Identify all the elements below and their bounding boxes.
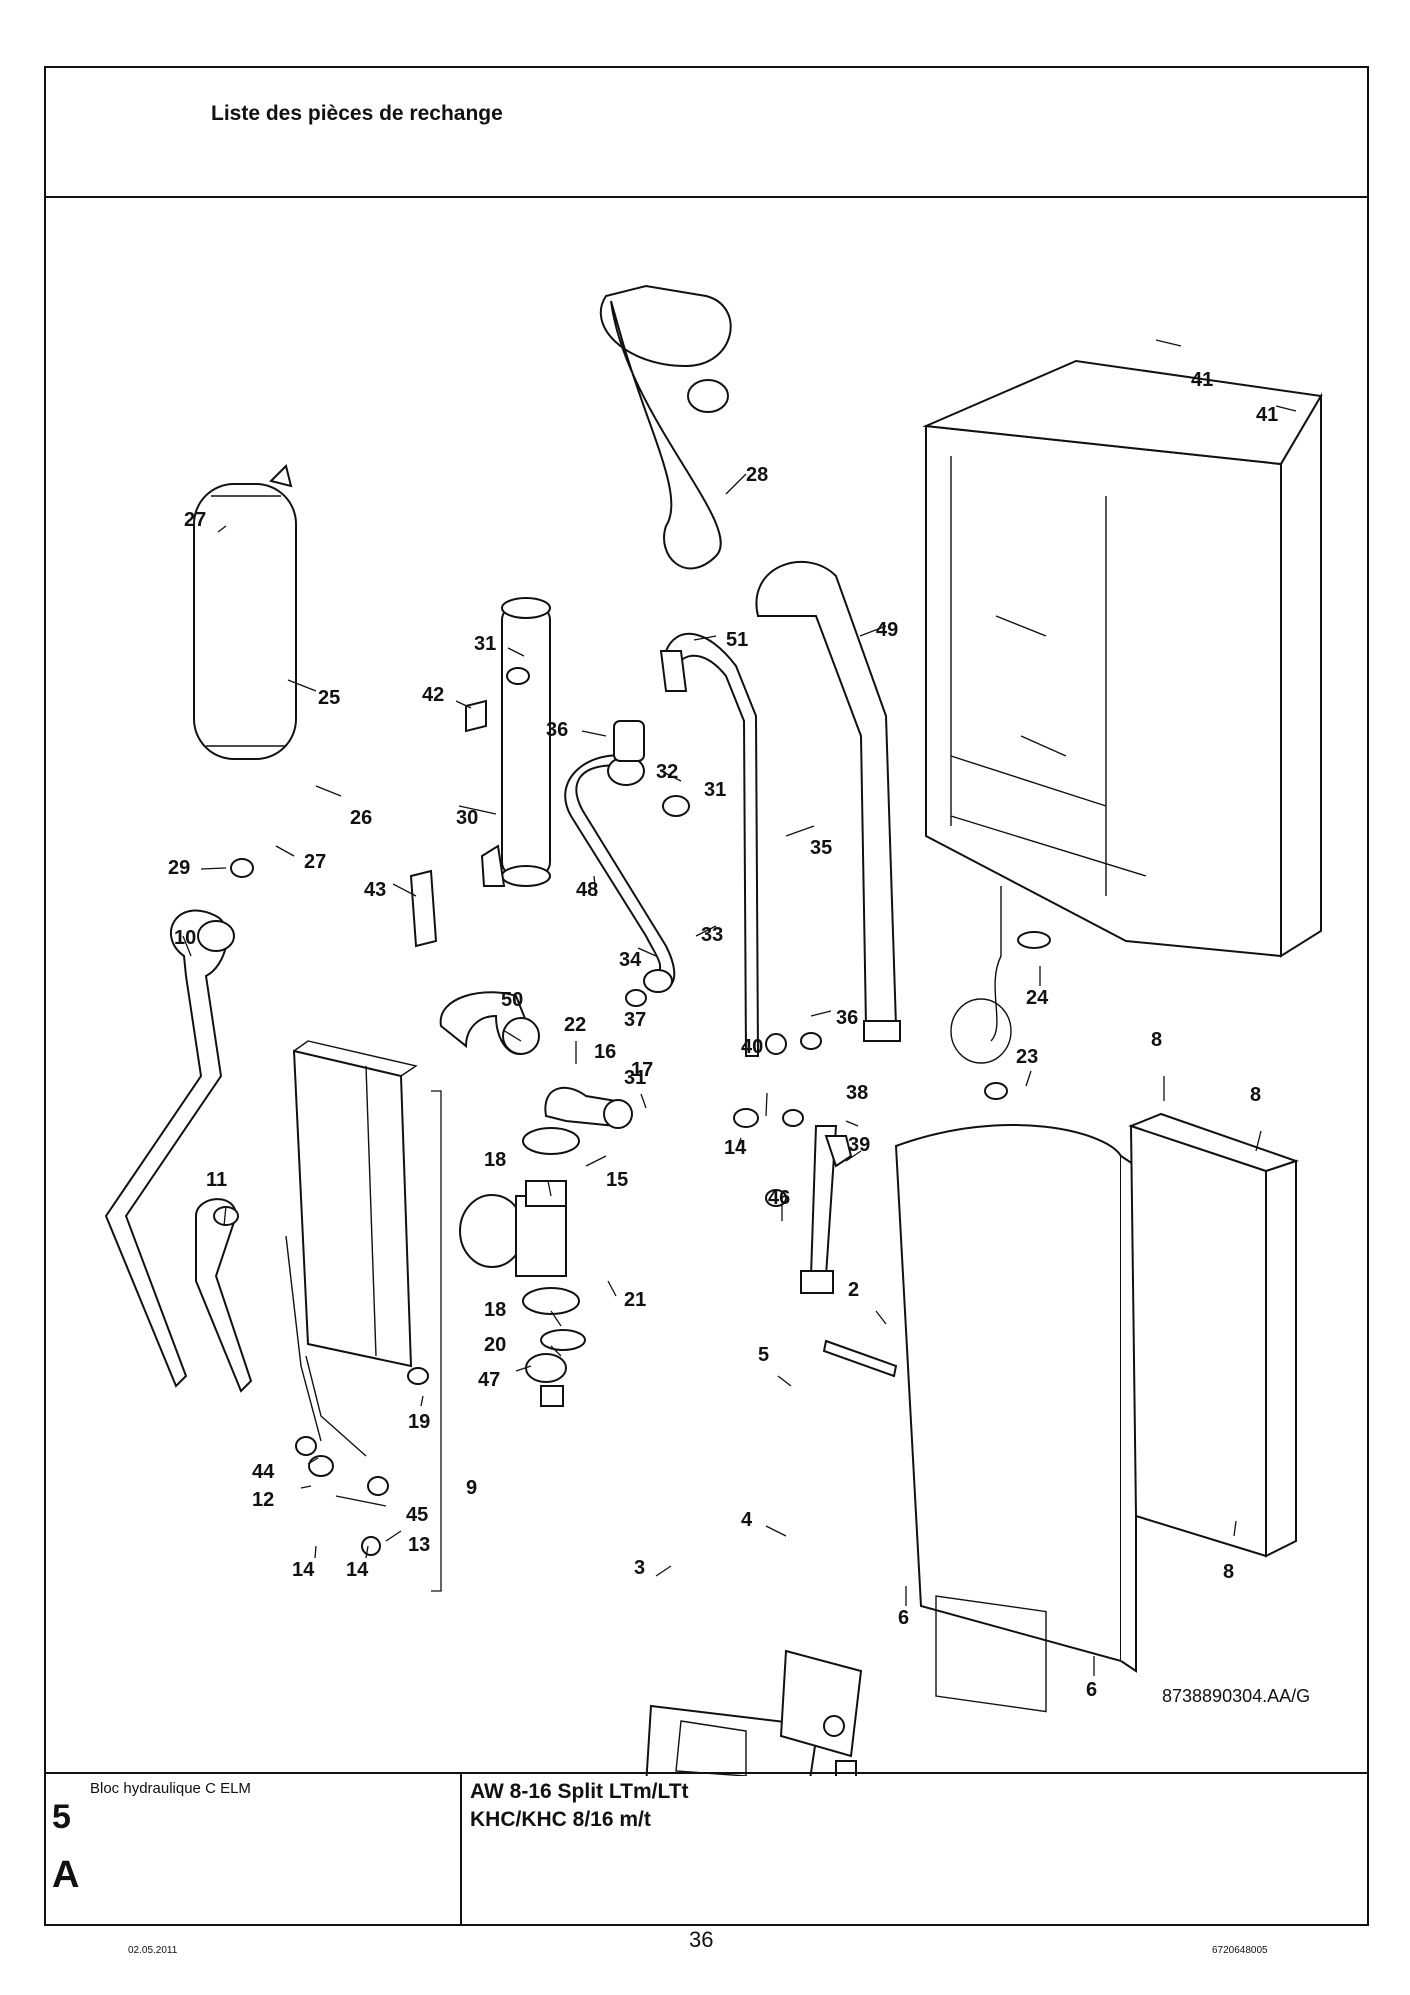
drawing-reference-code: 8738890304.AA/G — [1162, 1686, 1310, 1706]
callout: 34 — [619, 949, 642, 971]
section-number: 5 — [52, 1798, 71, 1836]
page-date: 02.05.2011 — [128, 1945, 178, 1956]
callout: 33 — [701, 924, 723, 946]
pipe-16 — [544, 1086, 633, 1129]
callout: 26 — [350, 807, 372, 829]
hose-10 — [104, 909, 235, 1388]
callout: 21 — [624, 1289, 646, 1311]
model-line-2: KHC/KHC 8/16 m/t — [470, 1808, 651, 1831]
callout: 23 — [1016, 1046, 1038, 1068]
callout: 25 — [318, 687, 340, 709]
exploded-view-figure: 41 41 28 27 25 31 51 49 42 36 32 31 26 3… — [46, 196, 1367, 1776]
callout: 14 — [292, 1559, 315, 1581]
pipe-50 — [439, 991, 540, 1056]
callout: 43 — [364, 879, 386, 901]
callout: 27 — [304, 851, 326, 873]
callout: 15 — [606, 1169, 628, 1191]
callouts: 41 41 28 27 25 31 51 49 42 36 32 31 26 3… — [168, 369, 1310, 1706]
document-number: 6720648005 — [1212, 1945, 1268, 1956]
callout: 41 — [1256, 404, 1278, 426]
page-frame: Liste des pièces de rechange — [44, 66, 1369, 1926]
callout: 48 — [576, 879, 598, 901]
callout: 36 — [836, 1007, 858, 1029]
page-number: 36 — [689, 1927, 714, 1952]
callout: 36 — [546, 719, 568, 741]
footer-divider — [460, 1774, 462, 1924]
side-panel-8 — [1128, 1112, 1300, 1558]
callout: 16 — [594, 1041, 616, 1063]
callout: 41 — [1191, 369, 1213, 391]
callout: 47 — [478, 1369, 500, 1391]
callout: 6 — [1086, 1679, 1097, 1701]
callout: 5 — [758, 1344, 769, 1366]
callout: 8 — [1250, 1084, 1261, 1106]
front-panel-2 — [894, 1123, 1137, 1713]
pipe-28-end — [687, 379, 729, 413]
callout: 30 — [456, 807, 478, 829]
header-band: Liste des pièces de rechange — [46, 68, 1367, 198]
pipe-35 — [659, 632, 760, 1057]
pipe-49 — [755, 560, 901, 1042]
callout: 44 — [252, 1461, 275, 1483]
leader-lines — [182, 339, 1297, 1676]
callout: 20 — [484, 1334, 506, 1356]
callout: 18 — [484, 1299, 506, 1321]
pipe-35-connector — [659, 650, 688, 692]
exploded-view-drawing: 41 41 28 27 25 31 51 49 42 36 32 31 26 3… — [104, 284, 1323, 1776]
callout: 31 — [624, 1067, 646, 1089]
callout: 27 — [184, 509, 206, 531]
expansion-vessel-25 — [193, 464, 297, 760]
callout: 12 — [252, 1489, 274, 1511]
callout: 46 — [768, 1187, 790, 1209]
pump-15 — [459, 1127, 580, 1315]
callout: 38 — [846, 1082, 868, 1104]
callout: 24 — [1026, 987, 1049, 1009]
callout: 29 — [168, 857, 190, 879]
callout: 14 — [724, 1137, 747, 1159]
callout: 51 — [726, 629, 748, 651]
callout: 31 — [704, 779, 726, 801]
section-caption: Bloc hydraulique C ELM — [90, 1780, 251, 1797]
callout: 8 — [1223, 1561, 1234, 1583]
callout: 6 — [898, 1607, 909, 1629]
pipe-28 — [599, 284, 732, 570]
callout: 49 — [876, 619, 898, 641]
callout: 17 — [631, 1059, 653, 1081]
model-line-1: AW 8-16 Split LTm/LTt — [470, 1780, 689, 1803]
callout: 35 — [810, 837, 832, 859]
callout: 42 — [422, 684, 444, 706]
control-panel-3 — [645, 1704, 820, 1776]
callout: 8 — [1151, 1029, 1162, 1051]
callout: 45 — [406, 1504, 428, 1526]
callout: 32 — [656, 761, 678, 783]
section-letter: A — [52, 1854, 80, 1896]
pressure-sensor-23 — [950, 886, 1012, 1100]
callout: 31 — [474, 633, 496, 655]
callout: 28 — [746, 464, 768, 486]
callout: 11 — [206, 1169, 227, 1191]
callout: 18 — [484, 1149, 506, 1171]
hose-39 — [800, 1125, 838, 1294]
small-fittings — [230, 667, 1051, 1556]
callout: 14 — [346, 1559, 369, 1581]
callout: 10 — [174, 927, 196, 949]
casing — [922, 359, 1323, 958]
plate-heat-exchanger-9 — [285, 1040, 442, 1592]
callout: 19 — [408, 1411, 430, 1433]
callout: 39 — [848, 1134, 870, 1156]
callout: 50 — [501, 989, 523, 1011]
callout: 2 — [848, 1279, 859, 1301]
callout: 22 — [564, 1014, 586, 1036]
pipe-49-end — [863, 1020, 901, 1042]
page-title: Liste des pièces de rechange — [211, 102, 503, 125]
callout: 9 — [466, 1477, 477, 1499]
callout: 13 — [408, 1534, 430, 1556]
footer-band: Bloc hydraulique C ELM 5 A AW 8-16 Split… — [46, 1772, 1367, 1924]
callout: 4 — [741, 1509, 753, 1531]
callout: 3 — [634, 1557, 645, 1579]
callout: 37 — [624, 1009, 646, 1031]
callout: 40 — [741, 1036, 763, 1058]
hose-11 — [195, 1198, 253, 1393]
pipe-33 — [564, 754, 676, 993]
